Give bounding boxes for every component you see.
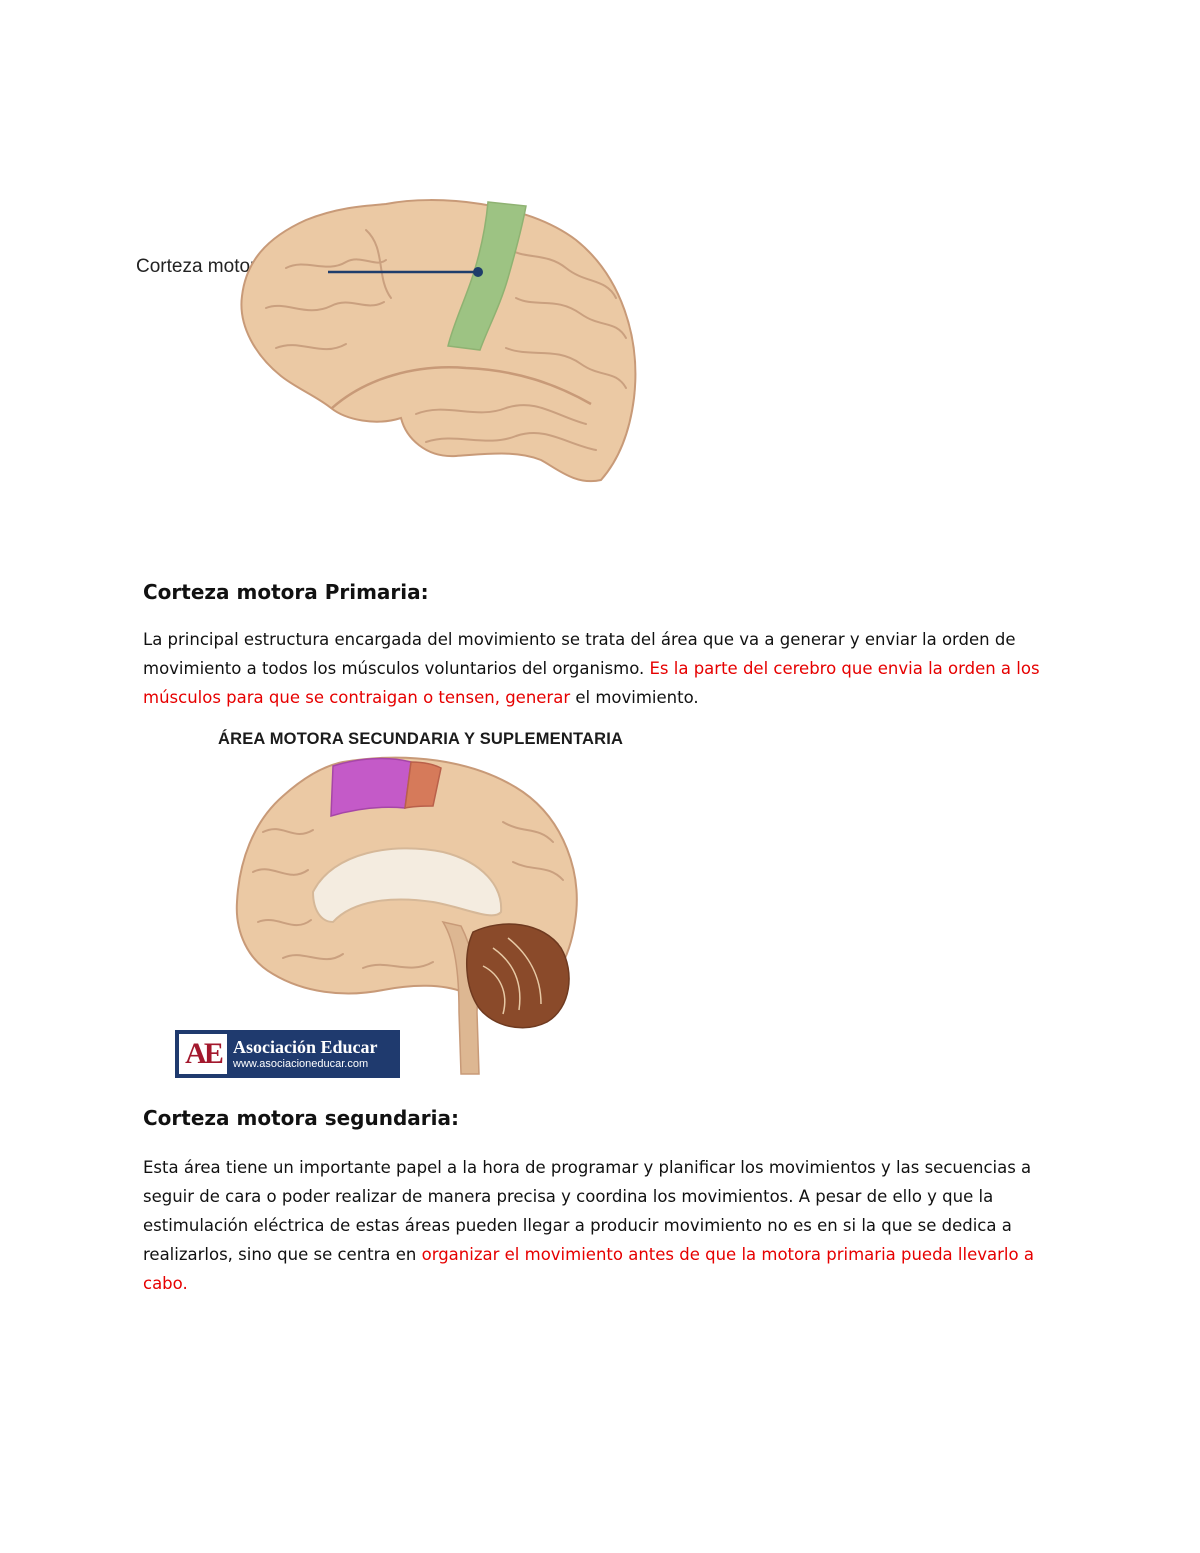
primary-motor-cortex-figure: Corteza motora primaria xyxy=(136,188,656,488)
lateral-brain-illustration xyxy=(240,199,637,483)
paragraph-text: Esta área tiene un importante papel a la… xyxy=(143,1158,1032,1264)
highlighted-text: Es la parte del cerebro que envia la ord… xyxy=(143,659,1040,707)
sagittal-brain-illustration xyxy=(235,756,578,1075)
primary-motor-strip xyxy=(447,201,527,351)
logo-text-block: Asociación Educar www.asociacioneducar.c… xyxy=(233,1037,378,1071)
brain-shape xyxy=(240,199,637,483)
highlighted-text: organizar el movimiento antes de que la … xyxy=(143,1245,1034,1293)
pointer-dot xyxy=(473,267,483,277)
figure-title-secondary-motor: ÁREA MOTORA SECUNDARIA Y SUPLEMENTARIA xyxy=(218,730,624,748)
paragraph-primary-motor-cortex: La principal estructura encargada del mo… xyxy=(143,625,1063,712)
logo-mark: AE xyxy=(179,1034,227,1074)
lateral-sulcus xyxy=(331,366,592,409)
logo-url: www.asociacioneducar.com xyxy=(233,1058,369,1070)
logo-name: Asociación Educar xyxy=(233,1037,378,1057)
corpus-callosum xyxy=(311,847,503,924)
heading-primary-motor-cortex: Corteza motora Primaria: xyxy=(143,580,429,604)
asociacion-educar-logo: AE Asociación Educar www.asociacioneduca… xyxy=(175,1030,400,1078)
premotor-area xyxy=(404,761,442,809)
heading-secondary-motor-cortex: Corteza motora segundaria: xyxy=(143,1106,459,1130)
paragraph-text: La principal estructura encargada del mo… xyxy=(143,630,1016,678)
paragraph-secondary-motor-cortex: Esta área tiene un importante papel a la… xyxy=(143,1153,1063,1298)
secondary-motor-area-figure: ÁREA MOTORA SECUNDARIA Y SUPLEMENTARIA xyxy=(143,722,663,1082)
paragraph-text-end: el movimiento. xyxy=(570,688,699,707)
cerebellum xyxy=(466,923,570,1029)
supplementary-motor-area xyxy=(330,757,412,818)
